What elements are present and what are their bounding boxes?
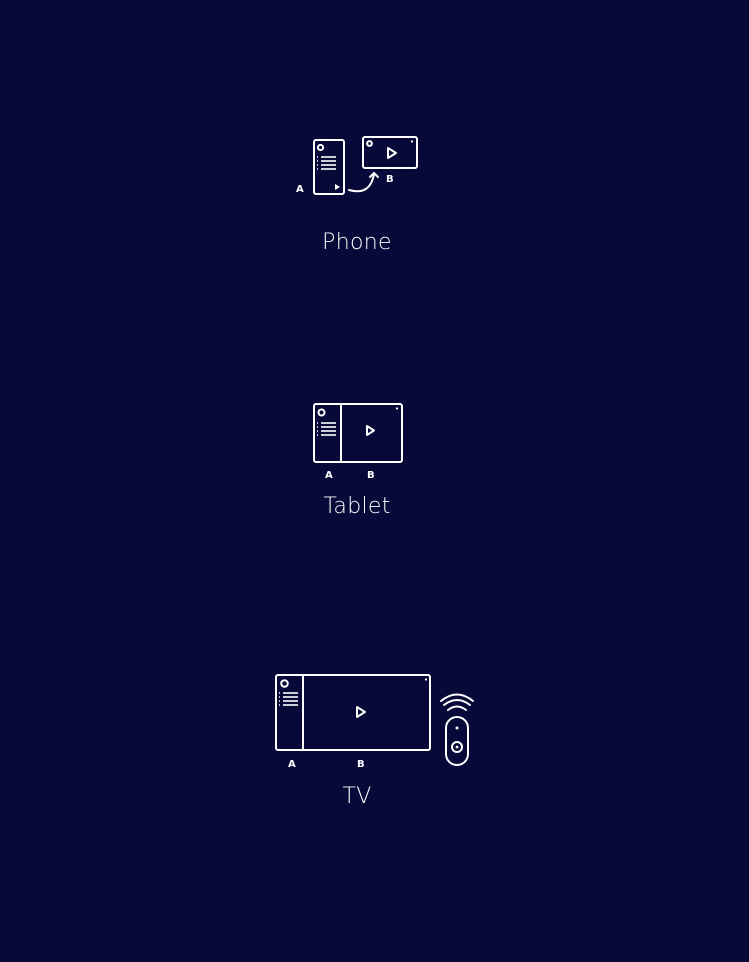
dot-icon [424, 678, 428, 681]
tv-icon [275, 674, 431, 751]
signal-waves-icon [440, 693, 474, 711]
handoff-arrow-icon [348, 173, 375, 193]
avatar-circle-icon [316, 143, 325, 152]
screen-a-label: A [325, 470, 333, 481]
list-icon [279, 692, 298, 706]
screen-b-label: B [367, 470, 375, 481]
play-icon [387, 147, 397, 159]
device-label-tv: TV [342, 784, 372, 809]
avatar-circle-icon [280, 679, 289, 688]
play-icon [366, 425, 375, 436]
phone-handoff-illustration: A B [296, 136, 418, 195]
small-play-icon [335, 184, 340, 190]
screen-a-label: A [288, 759, 296, 770]
screen-b-label: B [386, 174, 394, 185]
avatar-circle-icon [317, 408, 326, 417]
remote-button-center [455, 745, 459, 749]
screen-b-label: B [357, 759, 365, 770]
screen-a-label: A [296, 184, 304, 195]
display-b-icon [362, 136, 418, 169]
list-icon [317, 422, 336, 436]
remote-control-icon [445, 716, 469, 766]
remote-button-icon [451, 741, 463, 753]
tv-illustration: A B [275, 674, 474, 770]
tablet-icon [313, 403, 403, 463]
dot-icon [395, 407, 399, 410]
play-icon [356, 706, 366, 718]
dot-icon [410, 140, 414, 143]
list-icon [317, 156, 336, 170]
tablet-illustration: A B [313, 403, 403, 481]
avatar-circle-icon [366, 140, 373, 147]
device-label-phone: Phone [322, 230, 392, 255]
phone-icon [313, 139, 345, 195]
remote-dot-icon [455, 726, 459, 730]
arrow-head-icon [369, 172, 379, 178]
device-label-tablet: Tablet [323, 494, 391, 519]
